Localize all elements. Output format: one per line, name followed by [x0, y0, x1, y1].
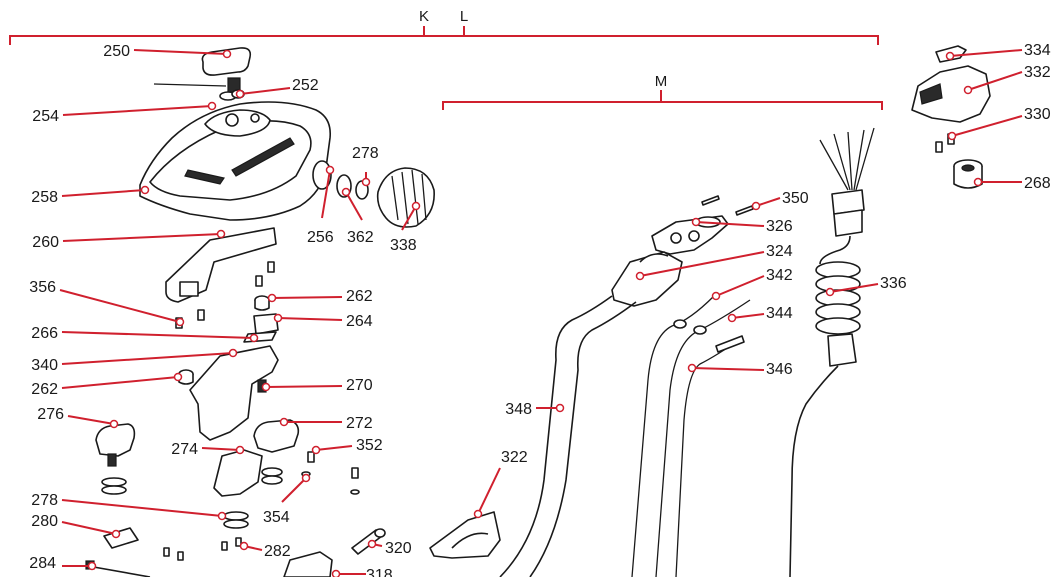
callout-336: 336 — [825, 275, 907, 297]
callout-250: 250 — [103, 43, 232, 60]
callout-268: 268 — [973, 175, 1051, 192]
svg-text:274: 274 — [171, 441, 198, 458]
svg-text:322: 322 — [501, 449, 528, 466]
callout-342: 342 — [711, 267, 793, 301]
svg-text:350: 350 — [782, 190, 809, 207]
svg-text:326: 326 — [766, 218, 793, 235]
svg-text:280: 280 — [31, 513, 58, 530]
bracket-label-k: K — [419, 8, 429, 25]
svg-text:268: 268 — [1024, 175, 1051, 192]
svg-text:284: 284 — [29, 555, 56, 572]
svg-text:250: 250 — [103, 43, 130, 60]
callout-266: 266 — [31, 325, 259, 343]
svg-text:342: 342 — [766, 267, 793, 284]
callout-334: 334 — [945, 42, 1051, 61]
svg-text:266: 266 — [31, 325, 58, 342]
svg-text:332: 332 — [1024, 64, 1051, 81]
callout-284: 284 — [29, 555, 97, 572]
svg-text:258: 258 — [31, 189, 58, 206]
callout-320: 320 — [367, 539, 412, 557]
callout-280: 280 — [31, 513, 121, 539]
part-drawings — [85, 45, 991, 577]
svg-text:262: 262 — [31, 381, 58, 398]
svg-text:264: 264 — [346, 313, 373, 330]
callout-354: 354 — [263, 473, 311, 526]
callout-276: 276 — [37, 406, 119, 429]
bracket-label-l: L — [460, 8, 468, 25]
callout-338: 338 — [390, 201, 421, 254]
callout-278-lower: 278 — [31, 492, 227, 521]
bracket-m: M — [442, 73, 883, 110]
svg-text:276: 276 — [37, 406, 64, 423]
svg-text:278: 278 — [352, 145, 379, 162]
callout-362: 362 — [341, 187, 374, 246]
callout-340: 340 — [31, 348, 238, 374]
svg-text:330: 330 — [1024, 106, 1051, 123]
callout-348: 348 — [505, 401, 565, 418]
svg-text:338: 338 — [390, 237, 417, 254]
callout-262-upper: 262 — [267, 288, 373, 305]
callout-282: 282 — [239, 541, 291, 560]
svg-text:352: 352 — [356, 437, 383, 454]
callout-270: 270 — [261, 377, 373, 394]
svg-text:256: 256 — [307, 229, 334, 246]
callout-262-lower: 262 — [31, 372, 183, 398]
svg-text:354: 354 — [263, 509, 290, 526]
callout-260: 260 — [32, 229, 226, 251]
callout-346: 346 — [687, 361, 793, 378]
callout-322: 322 — [473, 449, 528, 519]
callout-326: 326 — [691, 217, 793, 235]
svg-text:254: 254 — [32, 108, 59, 125]
svg-text:318: 318 — [366, 567, 393, 577]
bracket-kl: K L — [9, 8, 879, 45]
svg-text:324: 324 — [766, 243, 793, 260]
svg-text:348: 348 — [505, 401, 532, 418]
callout-272: 272 — [279, 415, 373, 432]
callout-350: 350 — [751, 190, 809, 211]
svg-text:282: 282 — [264, 543, 291, 560]
svg-text:356: 356 — [29, 279, 56, 296]
svg-text:336: 336 — [880, 275, 907, 292]
svg-text:252: 252 — [292, 77, 319, 94]
callout-330: 330 — [947, 106, 1051, 141]
bracket-label-m: M — [655, 73, 668, 90]
svg-text:334: 334 — [1024, 42, 1051, 59]
callout-274: 274 — [171, 441, 245, 458]
callout-344: 344 — [727, 305, 793, 323]
svg-text:320: 320 — [385, 540, 412, 557]
callout-318: 318 — [331, 567, 393, 577]
callout-352: 352 — [311, 437, 383, 455]
callout-332: 332 — [963, 64, 1051, 95]
callout-356: 356 — [29, 279, 185, 327]
svg-text:262: 262 — [346, 288, 373, 305]
callout-278-upper: 278 — [352, 145, 379, 187]
callout-264: 264 — [273, 313, 373, 330]
callout-258: 258 — [31, 185, 150, 206]
callout-324: 324 — [635, 243, 793, 281]
svg-text:260: 260 — [32, 234, 59, 251]
svg-text:272: 272 — [346, 415, 373, 432]
svg-text:278: 278 — [31, 492, 58, 509]
svg-text:344: 344 — [766, 305, 793, 322]
svg-text:270: 270 — [346, 377, 373, 394]
callout-254: 254 — [32, 101, 217, 125]
svg-text:340: 340 — [31, 357, 58, 374]
svg-text:346: 346 — [766, 361, 793, 378]
callout-252: 252 — [235, 77, 319, 99]
callout-256: 256 — [307, 165, 335, 246]
svg-text:362: 362 — [347, 229, 374, 246]
